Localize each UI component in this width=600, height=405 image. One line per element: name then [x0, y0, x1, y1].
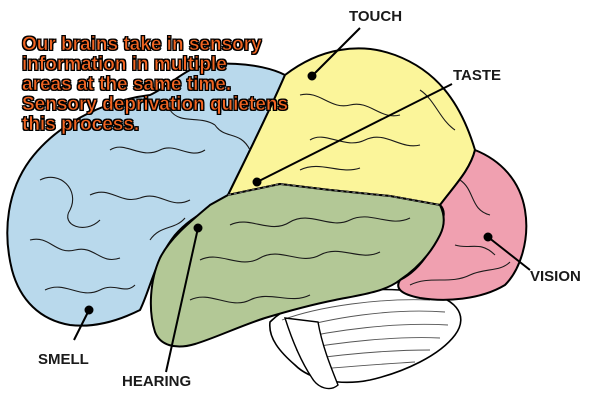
touch-pointer	[311, 27, 361, 77]
label-vision: VISION	[530, 268, 581, 285]
temporal-lobe	[149, 182, 445, 348]
caption-line: information in multiple	[22, 54, 227, 75]
hearing-pointer	[165, 227, 199, 373]
caption-line: this process.	[22, 114, 140, 135]
vision-pointer-dot	[483, 232, 493, 242]
vision-pointer	[487, 236, 531, 271]
taste-pointer-dot	[252, 177, 262, 187]
label-pointers	[73, 27, 531, 373]
caption-line: Sensory deprivation quietens	[22, 94, 289, 115]
touch-pointer-dot	[307, 71, 317, 81]
label-smell: SMELL	[38, 351, 89, 368]
label-touch: TOUCH	[349, 8, 403, 25]
lobe-boundary-dashed	[227, 183, 441, 206]
smell-pointer-dot	[84, 305, 94, 315]
frontal-lobe	[6, 62, 287, 327]
caption-line: Our brains take in sensory	[22, 34, 262, 55]
caption-text: Our brains take in sensory information i…	[22, 34, 289, 135]
taste-pointer	[256, 83, 453, 183]
brain-gyri	[29, 89, 511, 304]
label-hearing: HEARING	[122, 373, 192, 390]
label-taste: TASTE	[453, 67, 502, 84]
caption-line: areas at the same time.	[22, 74, 232, 95]
smell-pointer	[73, 309, 90, 341]
hearing-pointer-dot	[193, 223, 203, 233]
brainstem	[284, 317, 339, 390]
